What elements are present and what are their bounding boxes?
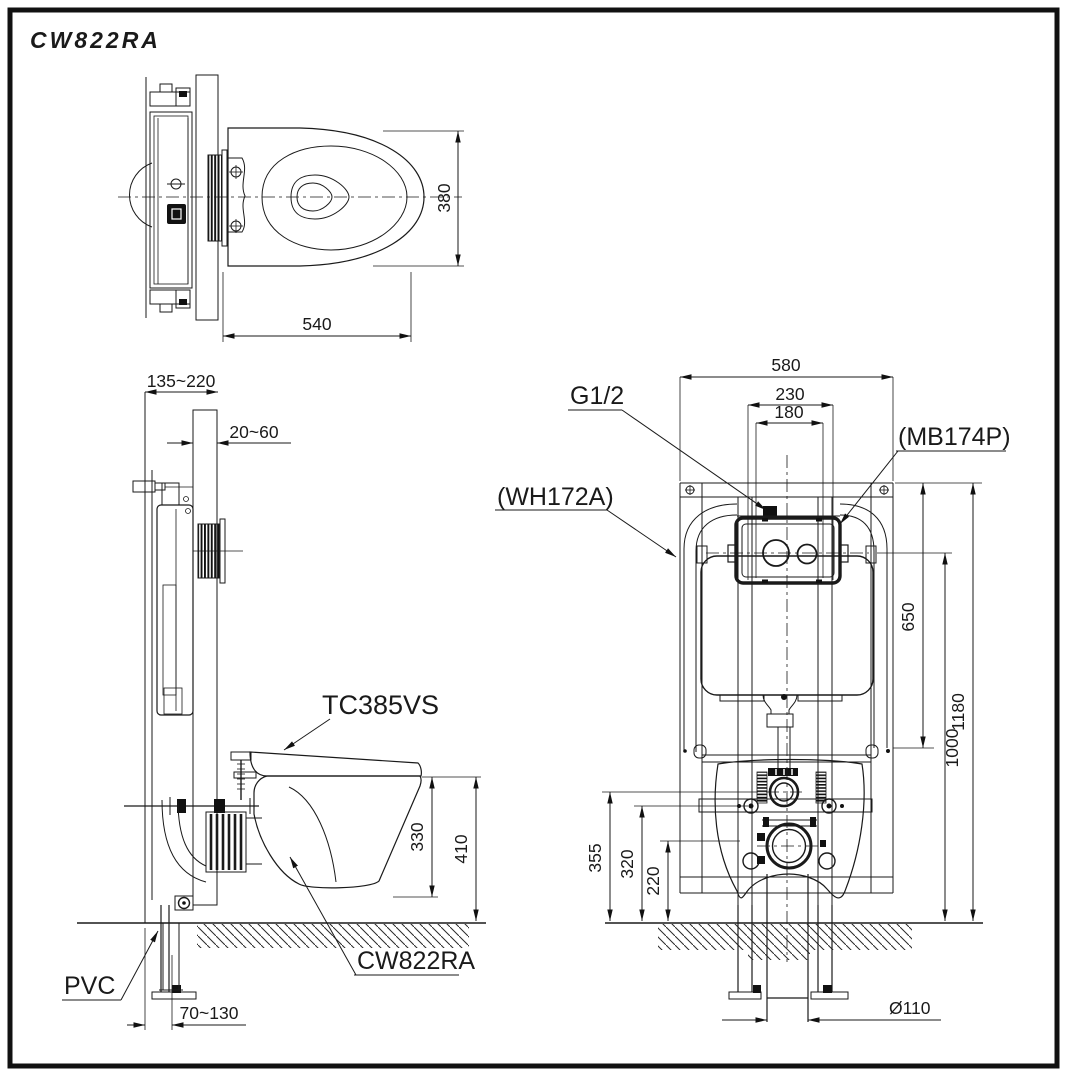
label-bowl-model: CW822RA [357, 947, 475, 975]
top-view-dimensions: 380 540 [222, 130, 464, 342]
drawing-title: CW822RA [30, 27, 161, 53]
dim-inlet-height: 355 [585, 843, 605, 872]
side-view: 135~220 20~60 330 410 70~130 TC385VS CW8… [62, 371, 486, 1030]
label-frame-model: (WH172A) [497, 483, 614, 511]
outlet-gasket [205, 811, 247, 873]
front-view-centerlines [706, 455, 869, 962]
dim-bracket-height: 1000 [942, 728, 962, 767]
water-surface-outer [290, 174, 350, 220]
cistern-side [156, 504, 194, 716]
threaded-rod-right [815, 771, 827, 804]
label-supply-thread: G1/2 [570, 382, 624, 410]
hinge-bracket [227, 157, 246, 233]
dim-top-height: 650 [898, 602, 918, 631]
threaded-rod-left [756, 771, 768, 804]
dim-outlet-offset: 70~130 [180, 1003, 239, 1023]
front-view-dimensions: 580 230 180 650 1000 1180 355 320 [585, 355, 982, 1023]
dim-bowl-height: 330 [407, 822, 427, 851]
leg-foot-left [728, 991, 762, 1000]
wall-stud-side [192, 409, 218, 906]
dim-outlet-height: 220 [643, 866, 663, 895]
drain-spud-section [207, 154, 223, 242]
top-view-frame [128, 74, 228, 321]
supply-connection [763, 506, 777, 516]
dim-finish-thickness: 20~60 [229, 422, 278, 442]
label-drain-material: PVC [64, 972, 115, 1000]
top-view: 380 540 [118, 74, 464, 342]
dim-tank-width: 230 [775, 384, 804, 404]
water-surface-inner [296, 182, 333, 212]
dim-bowl-length: 540 [302, 314, 331, 334]
drain-elbow [161, 799, 207, 883]
front-view: 580 230 180 650 1000 1180 355 320 [495, 355, 1011, 1023]
label-panel-model: (MB174P) [898, 423, 1011, 451]
side-view-frame [132, 392, 243, 1030]
page-border [7, 7, 1060, 1069]
floor-hatch-front [658, 924, 912, 950]
mounting-bar [698, 798, 873, 813]
dim-frame-depth: 135~220 [147, 371, 216, 391]
bowl-side-profile [253, 775, 422, 889]
dim-seat-width: 380 [434, 183, 454, 212]
front-view-floor-legs [605, 874, 983, 1022]
dim-bolt-height: 320 [617, 849, 637, 878]
leg-foot-side [151, 991, 197, 1000]
side-view-dimensions: 135~220 20~60 330 410 70~130 [127, 371, 481, 1030]
bowl-front-outline [714, 758, 865, 899]
front-view-labels: G1/2 (WH172A) (MB174P) [495, 382, 1011, 558]
seat-ring-outline [261, 145, 408, 251]
flush-button-small [796, 543, 818, 565]
leg-foot-right [810, 991, 849, 1000]
dim-button-width: 180 [774, 402, 803, 422]
side-view-bowl [124, 751, 422, 911]
seat-side-profile [249, 751, 422, 777]
side-view-floor-legs [77, 905, 486, 1000]
dim-drain-diameter: Ø110 [889, 998, 931, 1018]
top-view-bowl [118, 127, 462, 267]
dim-frame-width: 580 [771, 355, 800, 375]
dim-rim-height: 410 [451, 834, 471, 863]
side-view-labels: TC385VS CW822RA PVC [62, 690, 475, 1001]
floor-hatch-side [197, 924, 469, 948]
label-seat-model: TC385VS [322, 690, 439, 720]
dim-frame-height: 1180 [948, 693, 968, 731]
